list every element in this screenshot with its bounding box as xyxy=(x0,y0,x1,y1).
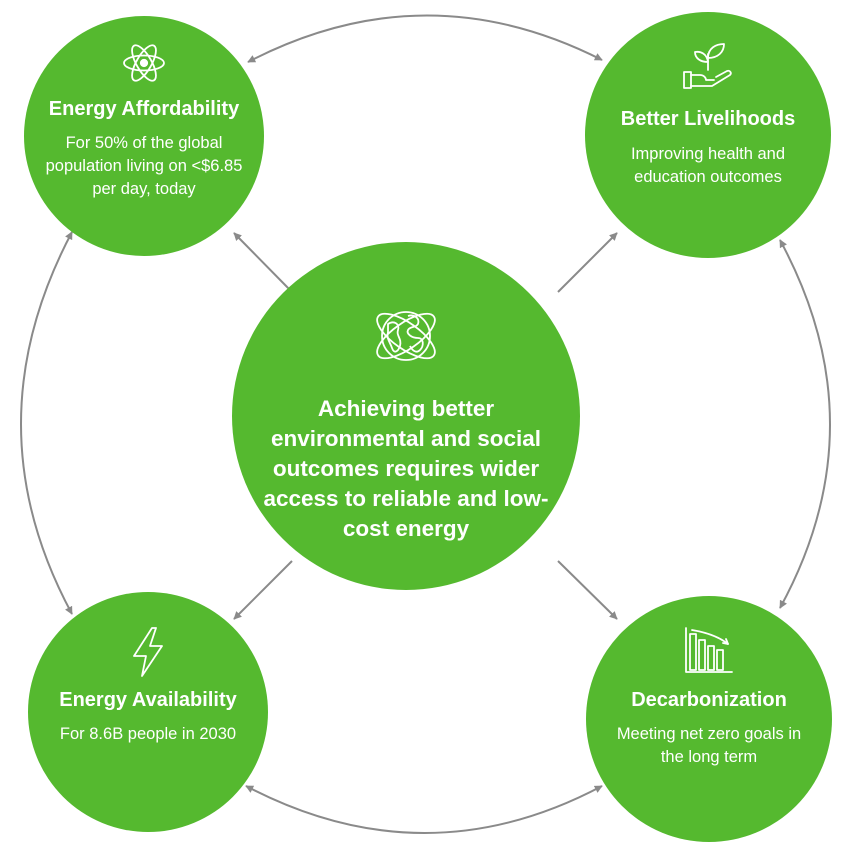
node-title: Better Livelihoods xyxy=(620,108,796,130)
arrow-center-to-livelihoods xyxy=(557,232,618,293)
central-statement: Achieving better environmental and socia… xyxy=(263,396,549,541)
connector-affordability-livelihoods xyxy=(247,14,603,63)
arrow-center-to-affordability xyxy=(233,232,293,293)
connector-livelihoods-decarbonization xyxy=(779,239,831,609)
atom-icon xyxy=(121,40,167,91)
node-energy-affordability: Energy Affordability For 50% of the glob… xyxy=(24,16,264,256)
node-title: Energy Affordability xyxy=(48,98,240,120)
node-description: Improving health and education outcomes xyxy=(630,145,786,186)
node-description: Meeting net zero goals in the long term xyxy=(616,725,802,766)
hand-plant-icon xyxy=(680,38,736,99)
lightning-bolt-icon xyxy=(130,626,166,683)
central-statement-circle: Achieving better environmental and socia… xyxy=(232,242,580,590)
node-title: Decarbonization xyxy=(631,689,787,711)
connector-availability-decarbonization xyxy=(245,785,603,834)
arrow-center-to-decarbonization xyxy=(557,560,618,620)
arrow-center-to-availability xyxy=(233,560,293,620)
declining-bar-chart-icon xyxy=(684,626,734,679)
node-title: Energy Availability xyxy=(59,689,237,711)
node-decarbonization: Decarbonization Meeting net zero goals i… xyxy=(586,596,832,842)
node-description: For 50% of the global population living … xyxy=(45,134,243,198)
node-better-livelihoods: Better Livelihoods Improving health and … xyxy=(585,12,831,258)
node-energy-availability: Energy Availability For 8.6B people in 2… xyxy=(28,592,268,832)
globe-orbit-icon xyxy=(368,298,444,379)
node-description: For 8.6B people in 2030 xyxy=(59,725,237,743)
connector-affordability-availability xyxy=(20,231,73,615)
